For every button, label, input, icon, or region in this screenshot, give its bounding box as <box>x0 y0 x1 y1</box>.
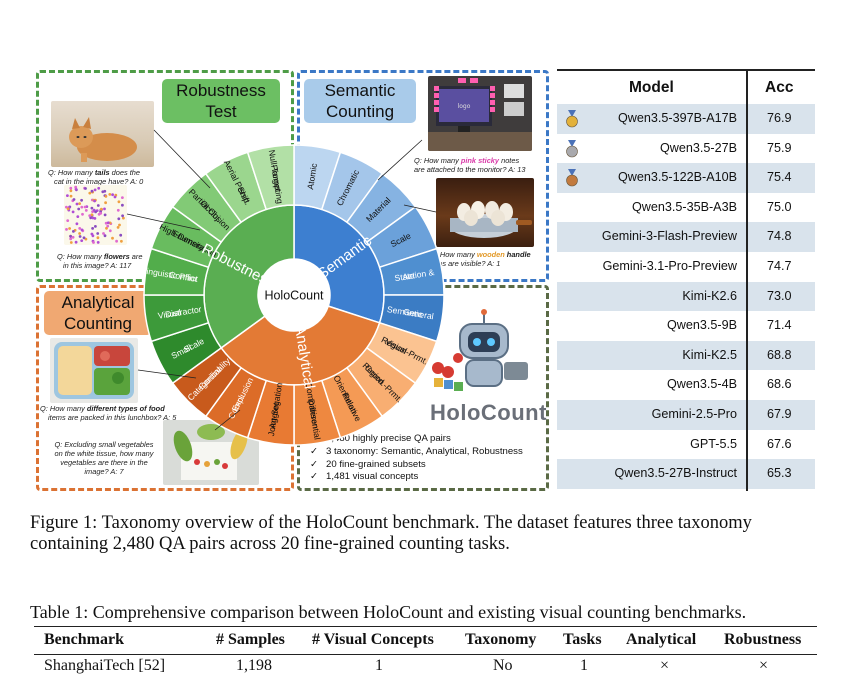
question-sticky-notes: Q: How many pink sticky notes are attach… <box>414 156 526 174</box>
model-name: Qwen3.5-397B-A17B <box>617 111 737 125</box>
model-accuracy: 76.9 <box>767 111 792 125</box>
model-accuracy: 67.6 <box>767 436 792 451</box>
table-row: Qwen3.5-35B-A3B 75.0 <box>557 193 815 223</box>
subset-label: State <box>394 270 416 283</box>
wheel-center-label: HoloCount <box>264 288 324 302</box>
comparison-table-header: Benchmark # Samples # Visual Concepts Ta… <box>34 626 817 655</box>
table-row: Gemini-2.5-Pro 67.9 <box>557 400 815 430</box>
connector-lines <box>126 129 437 431</box>
subset-label: Conflict <box>169 270 199 284</box>
holocount-logo: HoloCount <box>430 400 547 425</box>
question-flowers: Q: How many flowers are in this image? A… <box>57 252 143 270</box>
table-row: Qwen3.5-27B-Instruct 65.3 <box>557 459 815 489</box>
subset-robustness <box>246 144 295 211</box>
model-accuracy: 74.8 <box>767 229 792 244</box>
question-tails: Q: How many tails does the cat in the im… <box>48 168 144 186</box>
model-accuracy: 73.0 <box>767 288 792 303</box>
question-food-types: Q: How many different types of food item… <box>40 404 177 422</box>
model-accuracy: 65.3 <box>767 466 792 481</box>
table-row: Kimi-K2.6 73.0 <box>557 281 815 312</box>
wheel-center <box>258 259 330 331</box>
svg-text:logo: logo <box>458 103 471 110</box>
leaderboard-header: Model Acc <box>557 69 815 106</box>
model-name: Qwen3.5-35B-A3B <box>631 199 737 214</box>
table-row: Kimi-K2.5 68.8 <box>557 340 815 371</box>
col-benchmark: Benchmark <box>44 631 124 648</box>
col-samples: # Samples <box>216 631 285 648</box>
robot-illustration <box>420 302 540 394</box>
col-tasks: Tasks <box>563 631 602 648</box>
table-row: ShanghaiTech [52] 1,198 1 No 1 × × <box>44 657 769 674</box>
leaderboard-divider <box>746 69 748 491</box>
question-vegetables: Q: Excluding small vegetables on the whi… <box>54 440 154 476</box>
bronze-medal-icon <box>566 169 578 187</box>
subset-label: Action & <box>402 267 435 282</box>
model-accuracy: 75.9 <box>767 140 792 155</box>
table-row: Gemini-3.1-Pro-Preview 74.7 <box>557 252 815 282</box>
model-accuracy: 71.4 <box>767 318 792 333</box>
model-header: Model <box>629 79 674 96</box>
semantic-tag: Semantic Counting <box>304 79 416 123</box>
subset-label: General <box>403 307 435 322</box>
model-name: Qwen3.5-27B-Instruct <box>614 466 738 481</box>
question-handle-grips: Q: How many wooden handle grips are visi… <box>430 250 531 268</box>
summary-item: ✓3 taxonomy: Semantic, Analytical, Robus… <box>310 445 523 457</box>
table-row: Qwen3.5-4B 68.6 <box>557 370 815 400</box>
lunchbox-photo <box>50 338 138 403</box>
table-row: Qwen3.5-9B 71.4 <box>557 311 815 341</box>
summary-item: ✓20 fine-grained subsets <box>310 458 426 470</box>
table-caption: Table 1: Comprehensive comparison betwee… <box>30 602 747 622</box>
model-accuracy: 67.9 <box>767 407 792 421</box>
table-row: Qwen3.5-397B-A17B 76.9 <box>557 104 815 134</box>
model-name: Qwen3.5-27B <box>659 140 737 155</box>
model-accuracy: 75.0 <box>767 199 792 214</box>
model-accuracy: 68.8 <box>767 347 792 362</box>
robustness-tag: Robustness Test <box>162 79 280 123</box>
silver-medal-icon <box>566 139 578 157</box>
model-accuracy: 68.6 <box>767 377 792 392</box>
flowers-photo <box>64 185 127 245</box>
acc-header: Acc <box>765 79 794 96</box>
table-row: Qwen3.5-27B 75.9 <box>557 134 815 164</box>
model-name: Gemini-2.5-Pro <box>651 407 737 421</box>
table-row: Gemini-3-Flash-Preview 74.8 <box>557 222 815 252</box>
table-row: Qwen3.5-122B-A10B 75.4 <box>557 163 815 193</box>
model-name: GPT-5.5 <box>690 436 737 451</box>
model-name: Kimi-K2.5 <box>682 347 737 362</box>
gold-medal-icon <box>566 110 578 128</box>
model-name: Qwen3.5-122B-A10B <box>617 170 737 185</box>
model-accuracy: 74.7 <box>767 259 792 273</box>
summary-item: ✓1,481 visual concepts <box>310 471 419 483</box>
subset-label: Visual <box>157 307 182 321</box>
monitor-photo: logo <box>428 76 532 151</box>
col-taxonomy: Taxonomy <box>465 631 537 648</box>
model-name: Gemini-3-Flash-Preview <box>601 229 737 244</box>
col-robustness: Robustness <box>724 631 802 648</box>
subset-label: Atomic <box>305 162 319 190</box>
eggs-photo <box>436 178 534 247</box>
analytical-tag: Analytical Counting <box>44 291 152 335</box>
model-name: Qwen3.5-4B <box>666 377 737 392</box>
col-visual-concepts: # Visual Concepts <box>312 631 434 648</box>
col-analytical: Analytical <box>626 631 697 648</box>
model-accuracy: 75.4 <box>767 170 792 185</box>
model-name: Qwen3.5-9B <box>666 318 737 333</box>
figure-caption: Figure 1: Taxonomy overview of the HoloC… <box>30 513 752 554</box>
model-name: Gemini-3.1-Pro-Preview <box>602 259 737 273</box>
model-name: Kimi-K2.6 <box>682 288 737 303</box>
cat-photo <box>51 101 154 167</box>
table-row: GPT-5.5 67.6 <box>557 430 815 460</box>
